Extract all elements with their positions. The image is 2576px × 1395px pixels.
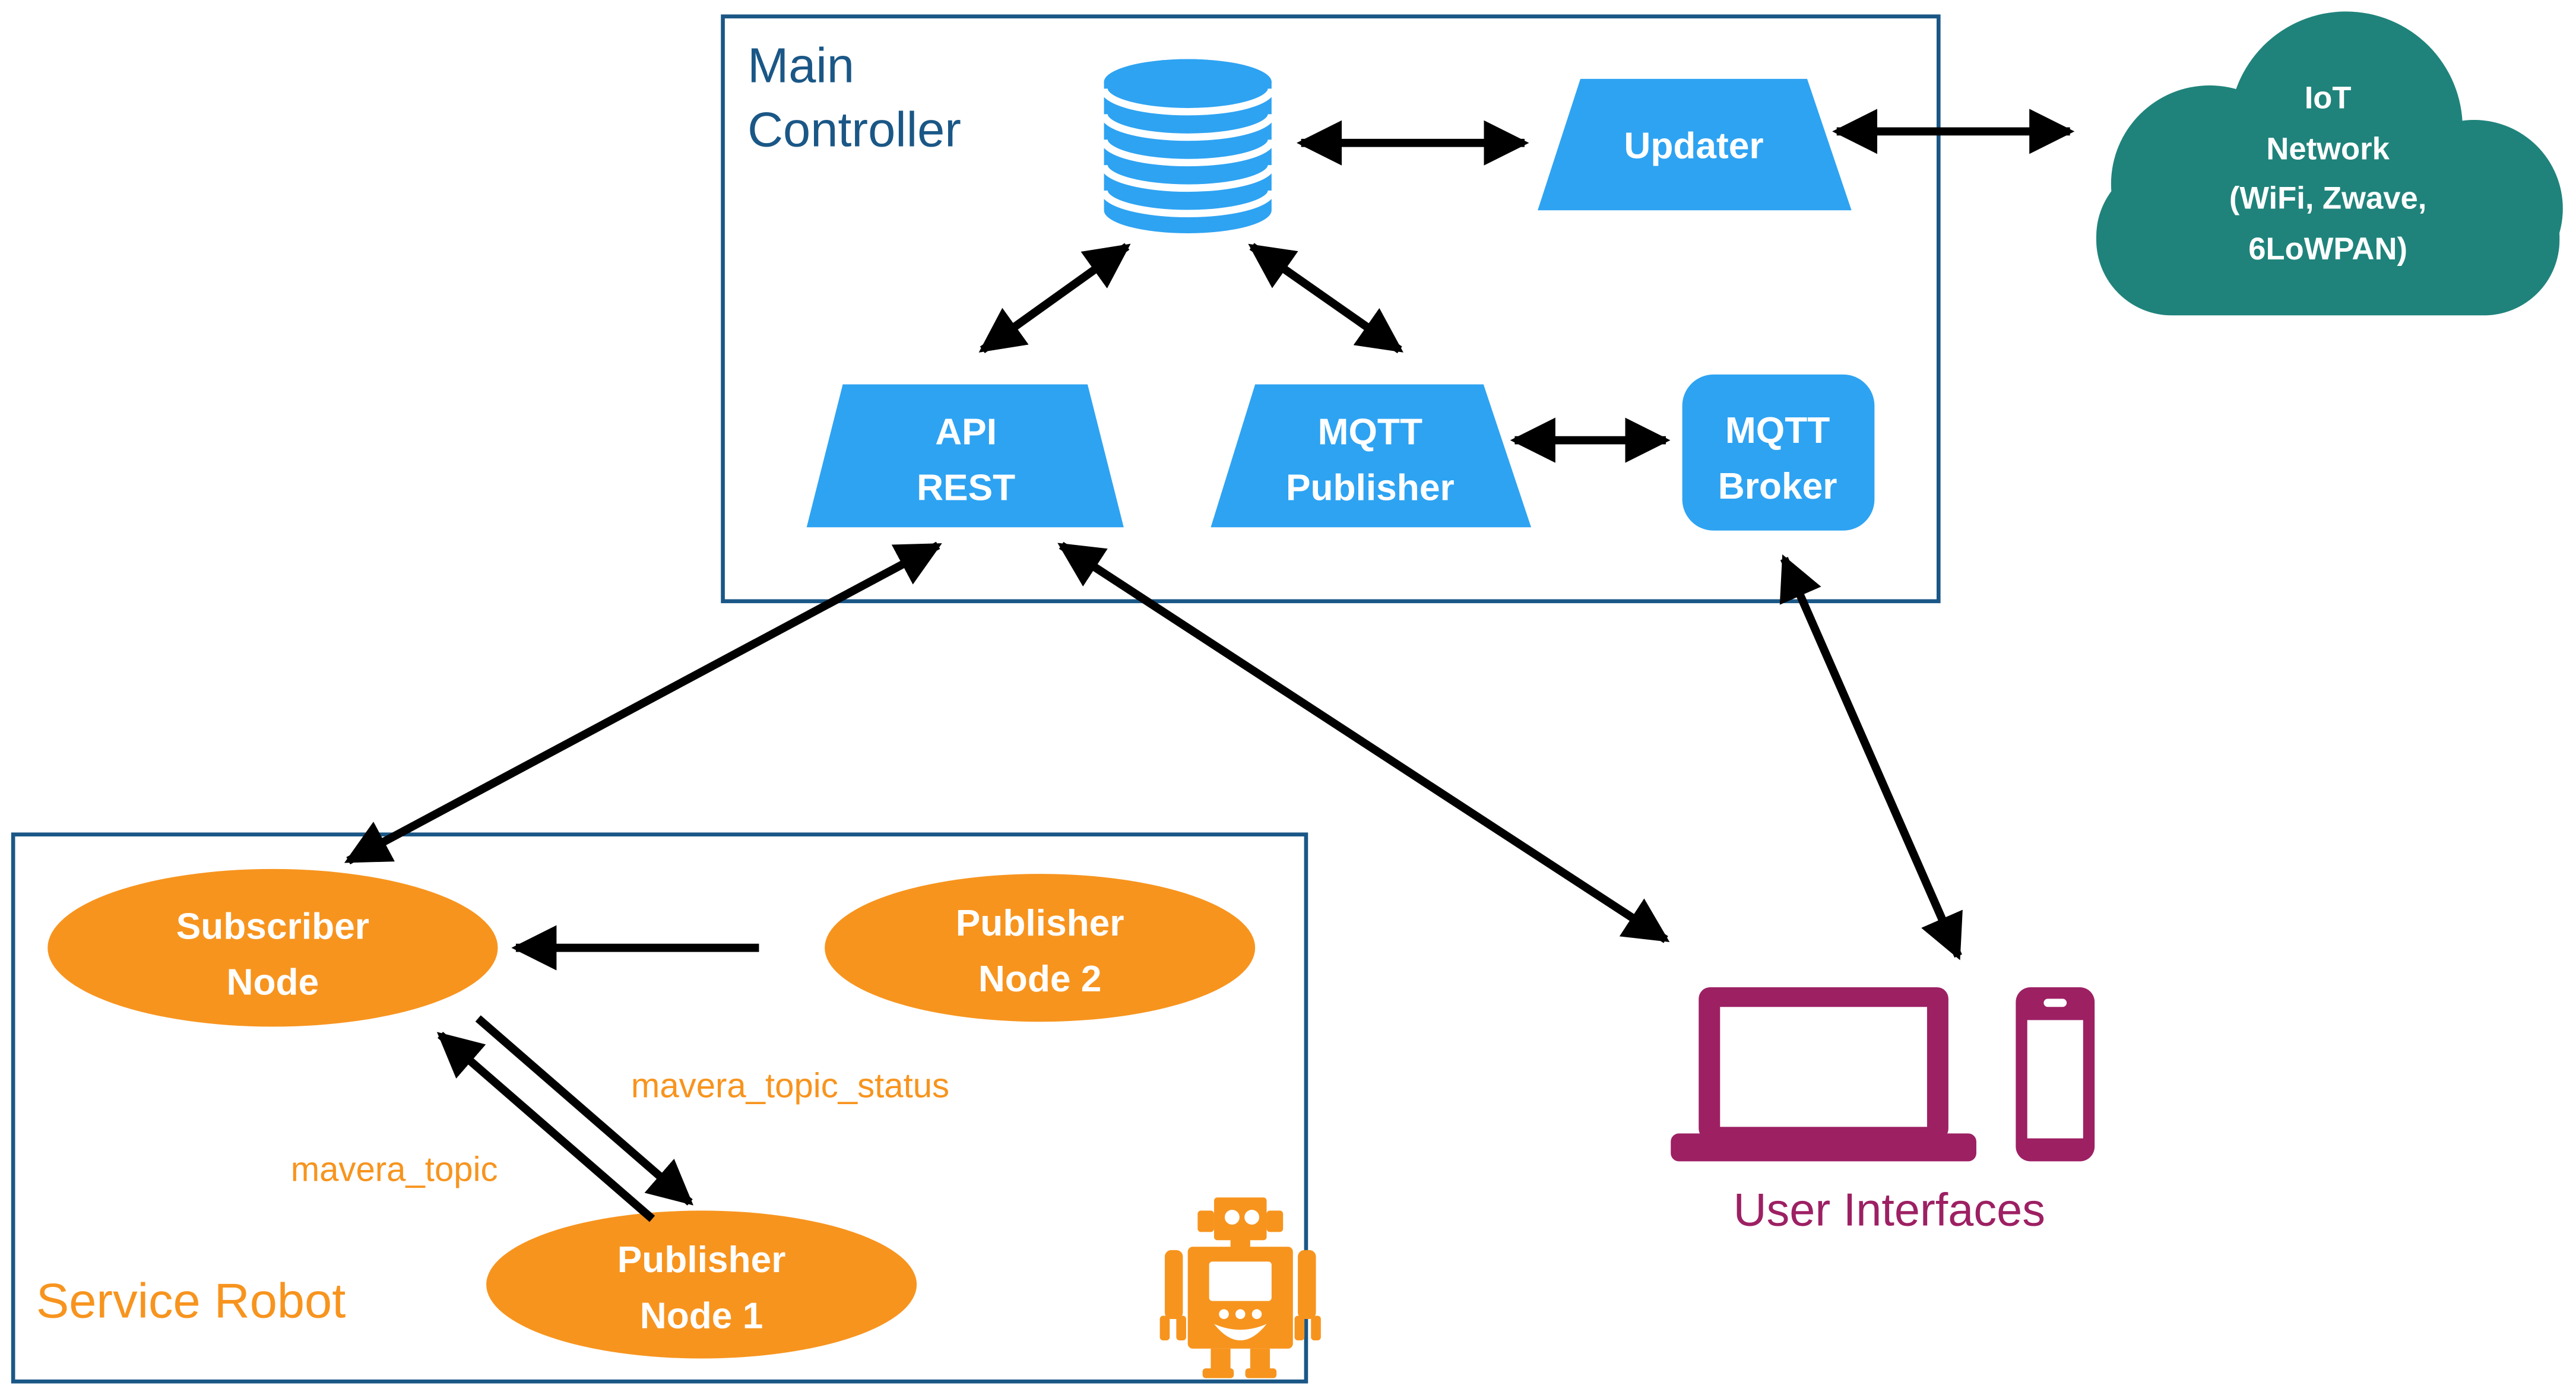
smartphone-icon <box>2016 987 2095 1162</box>
robot-icon <box>1159 1197 1321 1378</box>
arrow-layer <box>344 109 2075 1222</box>
updater-trapezoid <box>1538 78 1852 211</box>
arrow-database-api-rest <box>978 243 1131 354</box>
arrow-api-rest-user-interfaces <box>1057 541 1670 943</box>
subscriber-node-ellipse <box>47 868 498 1027</box>
database-icon <box>1100 59 1276 233</box>
api-rest-trapezoid <box>806 384 1124 528</box>
laptop-icon <box>1671 987 1976 1162</box>
publisher-node-2-ellipse <box>825 874 1256 1022</box>
arrow-subscriber-publisher1-mavera-topic-status <box>475 1015 693 1206</box>
arrow-database-mqtt-publisher <box>1248 243 1403 354</box>
publisher-node-1-ellipse <box>486 1210 917 1359</box>
mqtt-publisher-trapezoid <box>1211 384 1532 528</box>
arrow-publisher1-subscriber-mavera-topic <box>436 1032 655 1222</box>
iot-cloud-icon <box>2096 11 2563 316</box>
arrow-mqtt-broker-user-interfaces <box>1779 554 1963 960</box>
mqtt-broker-box <box>1682 374 1875 531</box>
arrow-api-rest-subscriber <box>344 541 942 865</box>
